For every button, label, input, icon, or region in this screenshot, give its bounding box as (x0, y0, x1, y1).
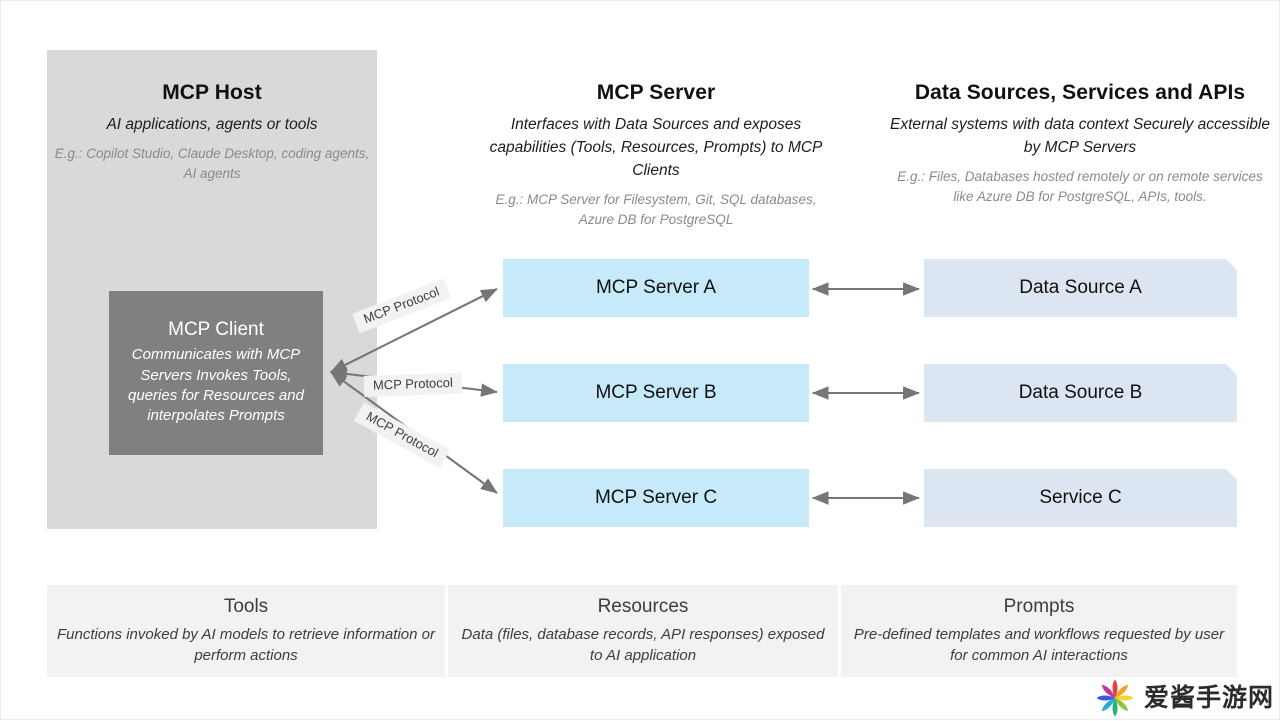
pinwheel-petal (1115, 695, 1134, 701)
mcp-host-example: E.g.: Copilot Studio, Claude Desktop, co… (54, 146, 370, 181)
protocol-label-b: MCP Protocol (363, 372, 463, 398)
mcp-server-example: E.g.: MCP Server for Filesystem, Git, SQ… (495, 192, 817, 227)
mcp-server-b-box[interactable]: MCP Server B (503, 364, 809, 422)
feature-panel-prompts[interactable]: Prompts Pre-defined templates and workfl… (841, 585, 1237, 677)
service-c-box[interactable]: Service C (924, 469, 1237, 527)
data-source-a-box[interactable]: Data Source A (924, 259, 1237, 317)
pinwheel-petal (1101, 698, 1115, 712)
pinwheel-logo-icon (1096, 679, 1134, 717)
pinwheel-petal (1112, 698, 1118, 717)
mcp-server-heading: MCP Server Interfaces with Data Sources … (481, 80, 831, 229)
feature-tools-title: Tools (223, 596, 269, 618)
mcp-server-c-box[interactable]: MCP Server C (503, 469, 809, 527)
feature-prompts-subtitle: Pre-defined templates and workflows requ… (853, 625, 1225, 664)
feature-panel-tools[interactable]: Tools Functions invoked by AI models to … (47, 585, 445, 677)
feature-resources-subtitle: Data (files, database records, API respo… (461, 625, 825, 664)
mcp-client-box[interactable]: MCP Client Communicates with MCP Servers… (109, 291, 323, 455)
mcp-host-title: MCP Host (162, 81, 262, 104)
mcp-server-a-box[interactable]: MCP Server A (503, 259, 809, 317)
pinwheel-petal (1112, 679, 1118, 698)
mcp-server-title: MCP Server (596, 81, 716, 104)
watermark-text: 爱酱手游网 (1144, 683, 1275, 712)
data-sources-title: Data Sources, Services and APIs (914, 81, 1246, 104)
mcp-host-subtitle: AI applications, agents or tools (106, 116, 318, 134)
feature-resources-title: Resources (597, 596, 689, 618)
data-sources-subtitle: External systems with data context Secur… (890, 116, 1270, 157)
pinwheel-petal (1096, 695, 1115, 701)
mcp-server-subtitle: Interfaces with Data Sources and exposes… (489, 116, 823, 180)
pinwheel-petal (1115, 684, 1129, 698)
pinwheel-petal (1115, 698, 1129, 712)
feature-tools-subtitle: Functions invoked by AI models to retrie… (57, 625, 435, 664)
data-sources-heading: Data Sources, Services and APIs External… (889, 80, 1271, 206)
mcp-client-title: MCP Client (168, 319, 264, 341)
feature-panel-resources[interactable]: Resources Data (files, database records,… (448, 585, 838, 677)
mcp-host-heading: MCP Host AI applications, agents or tool… (51, 80, 373, 183)
data-source-b-box[interactable]: Data Source B (924, 364, 1237, 422)
mcp-client-subtitle: Communicates with MCP Servers Invokes To… (128, 346, 304, 425)
watermark: 爱酱手游网 (1094, 677, 1274, 719)
data-sources-example: E.g.: Files, Databases hosted remotely o… (897, 169, 1263, 204)
feature-prompts-title: Prompts (1003, 596, 1075, 618)
pinwheel-petal (1101, 684, 1115, 698)
